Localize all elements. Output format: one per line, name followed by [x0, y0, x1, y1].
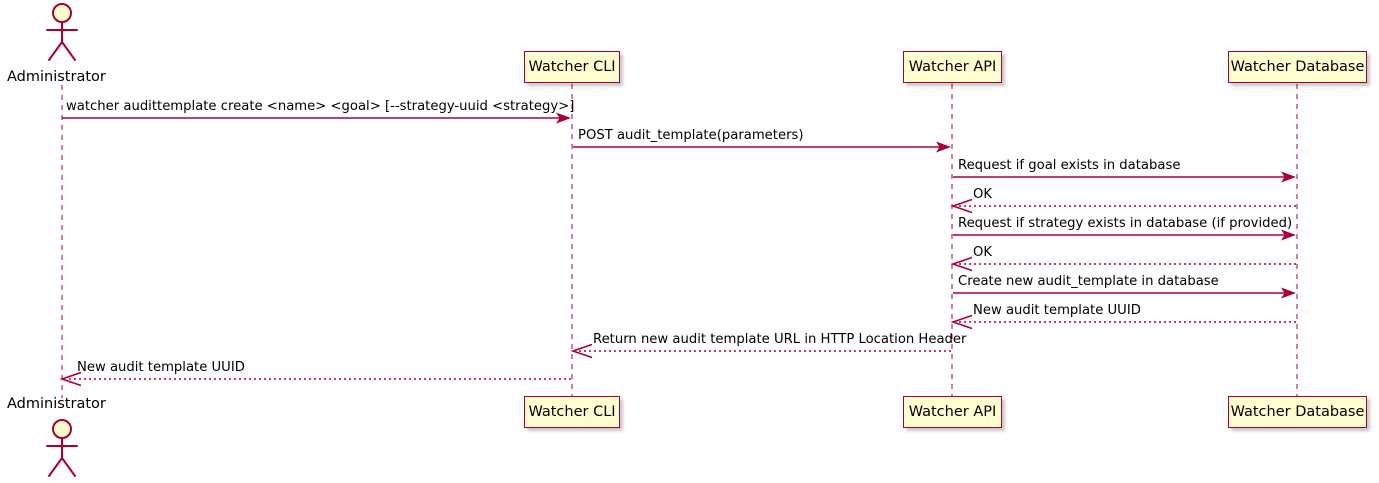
message-label-2: POST audit_template(parameters): [578, 128, 804, 143]
actor-label-administrator-bottom: Administrator: [7, 396, 106, 412]
message-label-10: New audit template UUID: [77, 360, 245, 375]
message-label-9: Return new audit template URL in HTTP Lo…: [593, 332, 967, 347]
participant-box-watcher-database-bottom[interactable]: Watcher Database: [1228, 396, 1367, 428]
participant-label-watcher-database: Watcher Database: [1230, 59, 1365, 75]
message-arrow-8: [950, 314, 1296, 330]
participant-box-watcher-cli-top[interactable]: Watcher CLI: [524, 51, 620, 83]
message-arrow-7: [953, 287, 1296, 299]
message-arrow-6: [950, 256, 1296, 272]
participant-label-watcher-cli: Watcher CLI: [528, 404, 616, 420]
participant-label-watcher-api: Watcher API: [908, 59, 997, 75]
participant-box-watcher-api-bottom[interactable]: Watcher API: [903, 396, 1002, 428]
message-arrow-10: [59, 371, 571, 387]
message-label-6: OK: [973, 245, 993, 260]
message-label-5: Request if strategy exists in database (…: [958, 216, 1293, 231]
message-arrow-1: [62, 112, 571, 124]
message-label-8: New audit template UUID: [973, 303, 1141, 318]
actor-administrator-top-icon: [46, 3, 78, 61]
participant-label-watcher-database: Watcher Database: [1230, 404, 1365, 420]
message-label-4: OK: [973, 187, 993, 202]
message-arrow-5: [953, 229, 1296, 241]
participant-label-watcher-api: Watcher API: [908, 404, 997, 420]
message-label-3: Request if goal exists in database: [958, 158, 1181, 173]
message-arrow-3: [953, 171, 1296, 183]
actor-label-administrator-top: Administrator: [7, 69, 106, 85]
participant-box-watcher-database-top[interactable]: Watcher Database: [1228, 51, 1367, 83]
participant-box-watcher-api-top[interactable]: Watcher API: [903, 51, 1002, 83]
message-arrow-9: [570, 343, 951, 359]
participant-box-watcher-cli-bottom[interactable]: Watcher CLI: [524, 396, 620, 428]
actor-administrator-bottom-icon: [46, 419, 78, 477]
message-arrow-4: [950, 198, 1296, 214]
message-arrow-2: [573, 141, 951, 153]
participant-label-watcher-cli: Watcher CLI: [528, 59, 616, 75]
message-label-7: Create new audit_template in database: [958, 274, 1219, 289]
message-label-1: watcher audittemplate create <name> <goa…: [66, 99, 575, 114]
